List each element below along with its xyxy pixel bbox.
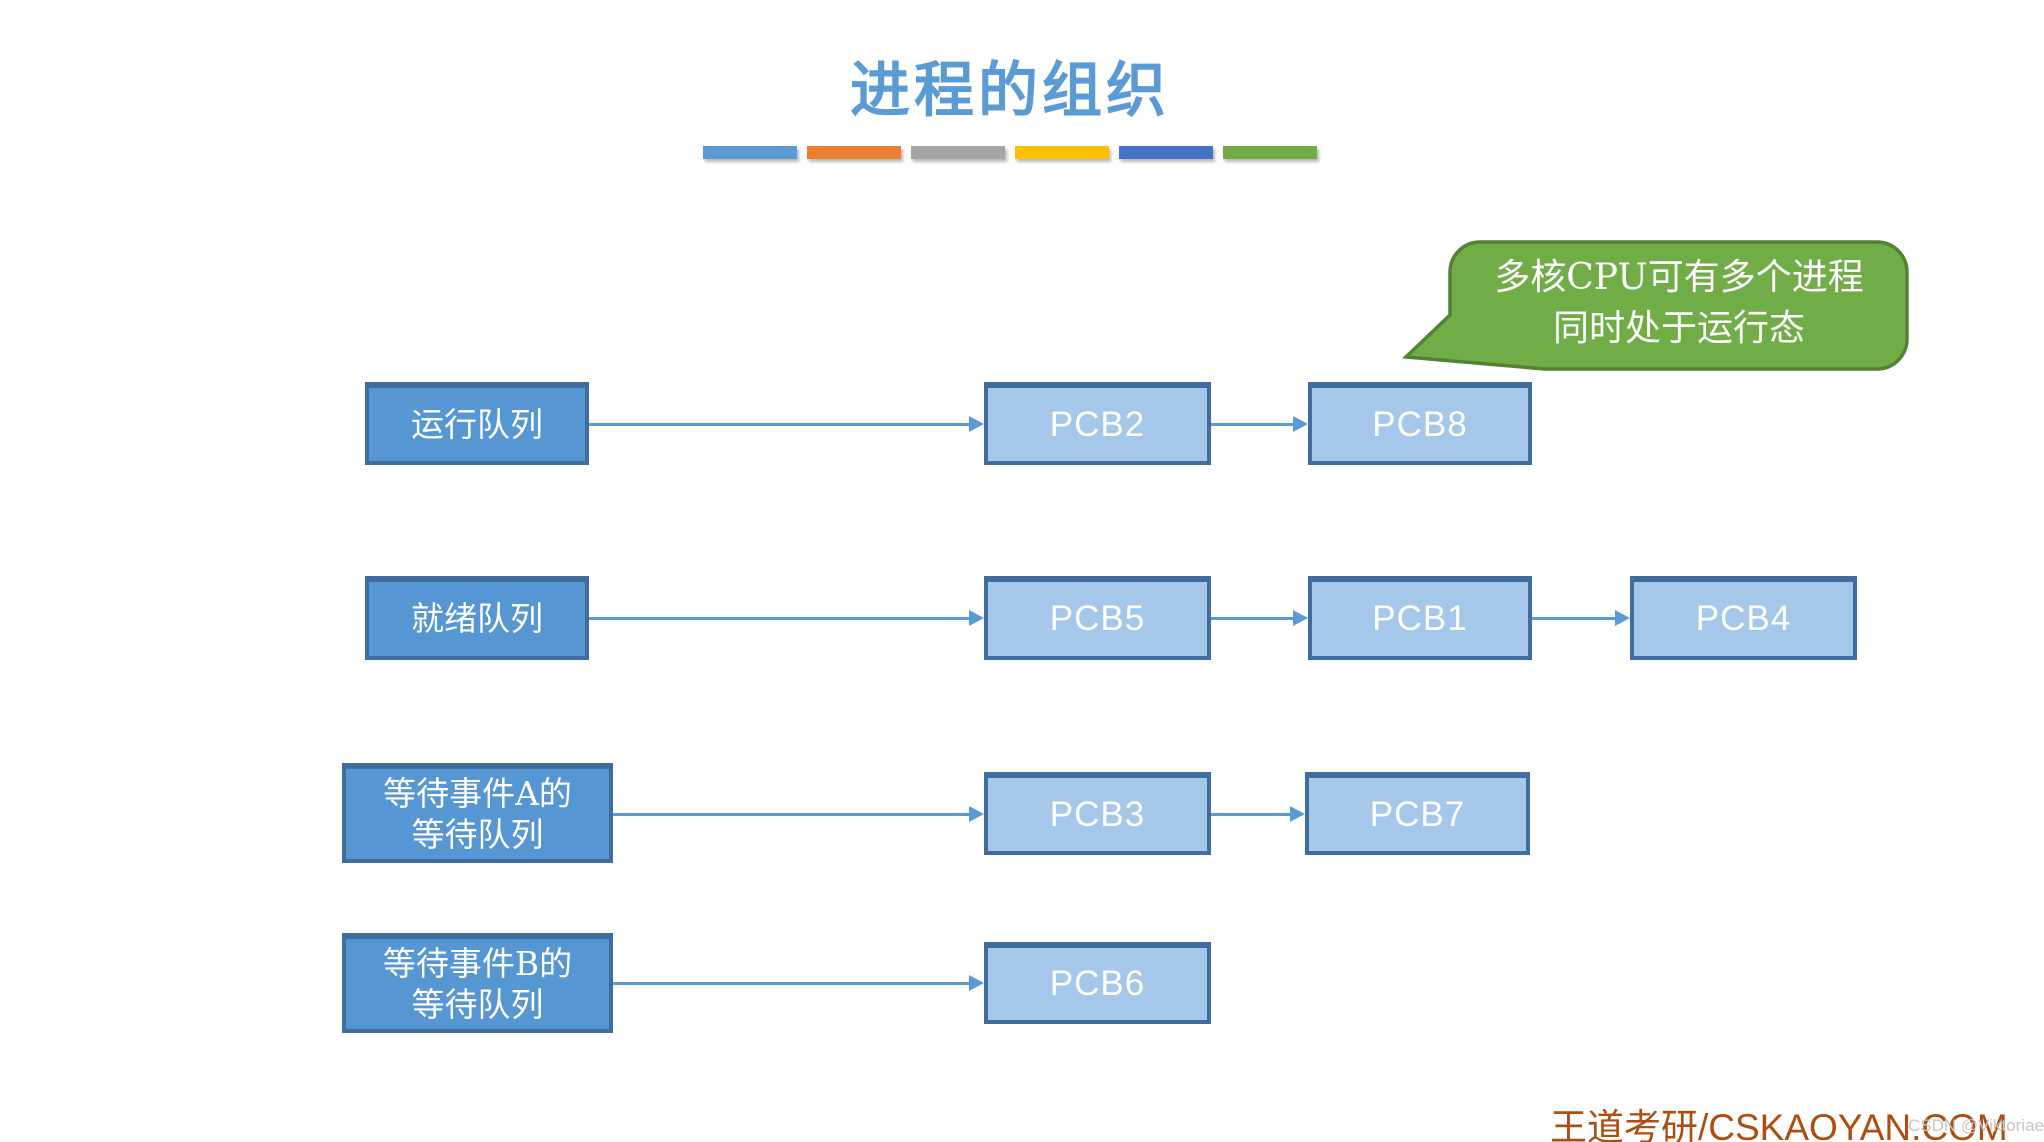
csdn-watermark: CSDN @Viktoriae <box>1908 1116 2044 1135</box>
queue-label: 运行队列 <box>411 404 543 444</box>
arrow-wait-a-to-pcb3 <box>613 805 984 823</box>
arrow-pcb5-to-pcb1 <box>1211 609 1308 627</box>
queue-box-ready: 就绪队列 <box>365 576 589 660</box>
divider-bar-2 <box>807 146 901 159</box>
callout-line-2: 同时处于运行态 <box>1552 308 1805 350</box>
pcb-label: PCB1 <box>1372 599 1468 638</box>
queue-label-line-1: 等待事件B的 <box>382 943 573 983</box>
queue-label: 就绪队列 <box>411 599 543 639</box>
pcb-label: PCB7 <box>1369 794 1466 834</box>
arrow-shaft <box>613 982 971 985</box>
brand-watermark: 王道考研/CSKAOYAN.COM <box>1550 1107 2008 1142</box>
arrow-shaft <box>613 813 971 816</box>
arrow-head-icon <box>969 806 984 822</box>
arrow-shaft <box>1211 813 1292 816</box>
arrow-head-icon <box>969 975 984 991</box>
pcb-node-pcb5: PCB5 <box>984 576 1211 660</box>
pcb-label: PCB5 <box>1049 599 1146 638</box>
arrow-running-to-pcb2 <box>589 415 984 433</box>
arrow-pcb3-to-pcb7 <box>1211 805 1305 823</box>
arrow-shaft <box>589 617 971 620</box>
arrow-shaft <box>589 423 971 426</box>
arrow-shaft <box>1211 423 1295 426</box>
queue-label-line-2: 等待队列 <box>411 815 544 854</box>
pcb-node-pcb1: PCB1 <box>1308 576 1532 660</box>
divider-bar-4 <box>1015 146 1109 159</box>
pcb-label: PCB2 <box>1049 404 1146 444</box>
pcb-node-pcb2: PCB2 <box>984 382 1211 465</box>
pcb-label: PCB6 <box>1049 964 1146 1003</box>
title-divider <box>703 146 1317 159</box>
arrow-wait-b-to-pcb6 <box>613 974 984 992</box>
queue-box-running: 运行队列 <box>365 382 589 465</box>
callout-bubble-shape <box>1401 240 1909 371</box>
divider-bar-5 <box>1119 146 1213 159</box>
arrow-shaft <box>1211 617 1295 620</box>
divider-bar-1 <box>703 146 797 159</box>
arrow-head-icon <box>1290 806 1305 822</box>
queue-box-wait-b: 等待事件B的 等待队列 <box>342 933 613 1033</box>
arrow-pcb2-to-pcb8 <box>1211 415 1308 433</box>
pcb-node-pcb6: PCB6 <box>984 942 1211 1024</box>
arrow-ready-to-pcb5 <box>589 609 984 627</box>
arrow-head-icon <box>969 416 984 432</box>
pcb-label: PCB4 <box>1695 599 1792 638</box>
pcb-label: PCB3 <box>1049 794 1146 834</box>
pcb-label: PCB8 <box>1372 404 1468 444</box>
page-title: 进程的组织 <box>850 56 1170 126</box>
callout-line-1: 多核CPU可有多个进程 <box>1494 257 1864 298</box>
pcb-node-pcb3: PCB3 <box>984 772 1211 855</box>
pcb-node-pcb8: PCB8 <box>1308 382 1532 465</box>
pcb-node-pcb7: PCB7 <box>1305 772 1530 855</box>
arrow-pcb1-to-pcb4 <box>1532 609 1630 627</box>
divider-bar-6 <box>1223 146 1317 159</box>
arrow-shaft <box>1532 617 1617 620</box>
pcb-node-pcb4: PCB4 <box>1630 576 1857 660</box>
callout-bubble <box>1401 240 1909 371</box>
queue-label-line-1: 等待事件A的 <box>383 773 572 813</box>
arrow-head-icon <box>1615 610 1630 626</box>
arrow-head-icon <box>1293 416 1308 432</box>
queue-box-wait-a: 等待事件A的 等待队列 <box>342 763 613 863</box>
arrow-head-icon <box>969 610 984 626</box>
divider-bar-3 <box>911 146 1005 159</box>
queue-label-line-2: 等待队列 <box>411 985 544 1024</box>
callout-text: 多核CPU可有多个进程 同时处于运行态 <box>1450 252 1908 354</box>
arrow-head-icon <box>1293 610 1308 626</box>
